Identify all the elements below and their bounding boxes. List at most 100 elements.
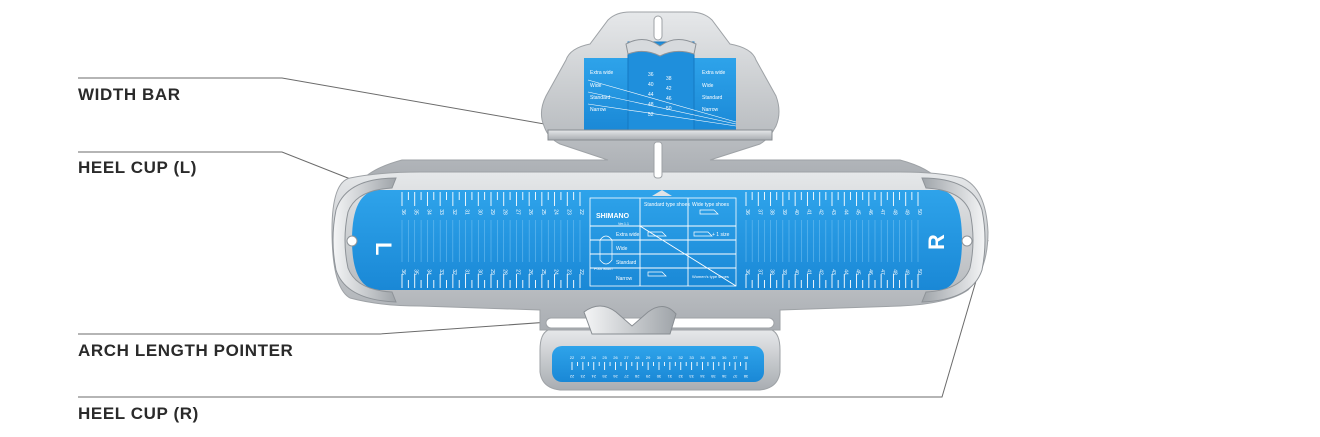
arch-tick-label: 33 (689, 355, 694, 360)
left-length-label: 34 (425, 269, 431, 275)
chart-top-arrow (652, 190, 672, 196)
leader-heel-cup-l (78, 151, 359, 183)
arch-tick-label: 22 (569, 374, 574, 379)
width-bar-clip (625, 39, 697, 57)
arch-tick-label: 34 (700, 355, 705, 360)
arch-scale: 2222232324242525262627272828292930303131… (552, 305, 764, 382)
arch-tick-label: 28 (635, 355, 640, 360)
size-chart-frame (589, 197, 737, 287)
arch-tick-label: 33 (689, 374, 694, 379)
heel-cup-right (921, 177, 986, 303)
right-length-label: 36 (744, 269, 750, 275)
heel-cup-left (332, 177, 397, 303)
left-length-label: 33 (438, 209, 444, 215)
arch-tick-label: 35 (710, 374, 715, 379)
arch-tick-label: 25 (602, 374, 607, 379)
shoe-icon (699, 209, 719, 215)
right-length-label: 40 (793, 269, 799, 275)
right-length-label: 47 (879, 209, 885, 215)
left-length-label: 28 (502, 269, 508, 275)
right-length-label: 39 (781, 269, 787, 275)
left-length-label: 27 (514, 269, 520, 275)
right-length-label: 41 (805, 269, 811, 275)
width-label-r-1: Wide (702, 83, 714, 89)
length-scale: 2222232324242525262627272828292930303131… (332, 177, 986, 303)
right-length-label: 46 (867, 269, 873, 275)
right-length-label: 50 (916, 269, 922, 275)
chart-side-label: Foot width (594, 266, 612, 271)
chart-header-standard: Standard type shoes (644, 202, 690, 208)
right-length-label: 36 (744, 209, 750, 215)
left-side-letter: L (371, 242, 396, 255)
callout-heel-cup-l: HEEL CUP (L) (78, 158, 197, 177)
center-slot (653, 141, 663, 179)
left-length-ticks: 2222232324242525262627272828292930303131… (400, 192, 584, 288)
arch-tick-label: 37 (732, 374, 737, 379)
left-length-label: 34 (425, 209, 431, 215)
chart-row-1: Wide (616, 246, 628, 252)
right-length-label: 41 (805, 209, 811, 215)
width-label-l-3: Narrow (590, 107, 607, 113)
left-length-label: 30 (476, 269, 482, 275)
width-num-l-3: 48 (648, 102, 654, 108)
shoe-icon (693, 231, 713, 237)
left-length-label: 26 (527, 209, 533, 215)
shoe-icon (647, 231, 667, 237)
width-label-l-1: Wide (590, 83, 602, 89)
width-num-l-1: 40 (648, 82, 654, 88)
left-length-label: 29 (489, 209, 495, 215)
callout-width-bar: WIDTH BAR (78, 85, 181, 104)
right-length-label: 49 (904, 209, 910, 215)
right-length-label: 38 (769, 269, 775, 275)
left-length-label: 23 (565, 209, 571, 215)
arch-tick-label: 23 (580, 374, 585, 379)
left-length-label: 33 (438, 269, 444, 275)
left-length-label: 35 (413, 269, 419, 275)
width-num-r-1: 42 (666, 86, 672, 92)
arch-tick-label: 30 (656, 374, 661, 379)
arch-tick-label: 36 (721, 374, 726, 379)
width-label-r-2: Standard (702, 95, 723, 101)
arch-tick-label: 26 (613, 374, 618, 379)
brand-logo: SHIMANO (596, 213, 630, 220)
leader-arch-length-pointer (78, 317, 607, 335)
right-length-label: 38 (769, 209, 775, 215)
arch-tick-label: 35 (711, 355, 716, 360)
shoe-icon (647, 271, 667, 277)
chart-row-3: Narrow (616, 276, 633, 282)
left-length-label: 24 (553, 269, 559, 275)
width-scale: Extra wide Wide Standard Narrow Extra wi… (547, 39, 773, 141)
right-length-label: 47 (879, 269, 885, 275)
chart-footer: Women's type shoes (692, 274, 729, 279)
arch-tick-label: 31 (668, 355, 673, 360)
width-bar-slider (627, 41, 695, 135)
left-length-label: 31 (464, 209, 470, 215)
right-length-label: 45 (855, 269, 861, 275)
right-side-letter: R (924, 234, 949, 250)
leader-heel-cup-r (78, 239, 989, 398)
arch-tick-label: 32 (679, 355, 684, 360)
right-length-ticks: 3636373738383939404041414242434344444545… (744, 192, 922, 288)
right-length-label: 50 (916, 209, 922, 215)
width-num-l-0: 36 (648, 72, 654, 78)
heel-cup-left-hole (346, 235, 358, 247)
arch-tick-label: 22 (570, 355, 575, 360)
left-length-label: 30 (476, 209, 482, 215)
width-label-r-0: Extra wide (702, 70, 726, 76)
left-length-label: 23 (565, 269, 571, 275)
right-length-label: 37 (756, 269, 762, 275)
width-guide-line (587, 91, 737, 125)
arch-tick-label: 29 (646, 355, 651, 360)
right-length-label: 40 (793, 209, 799, 215)
arch-tick-label: 38 (744, 355, 749, 360)
width-guide-line (587, 79, 737, 123)
foot-outline-icon (599, 235, 613, 265)
leader-width-bar (78, 77, 591, 133)
left-length-label: 31 (464, 269, 470, 275)
chart-version: Ver.1.1 (618, 222, 629, 226)
arch-tick-label: 24 (591, 374, 596, 379)
arch-tick-label: 29 (645, 374, 650, 379)
arch-tick-label: 37 (733, 355, 738, 360)
right-length-label: 37 (756, 209, 762, 215)
left-length-label: 22 (578, 209, 584, 215)
